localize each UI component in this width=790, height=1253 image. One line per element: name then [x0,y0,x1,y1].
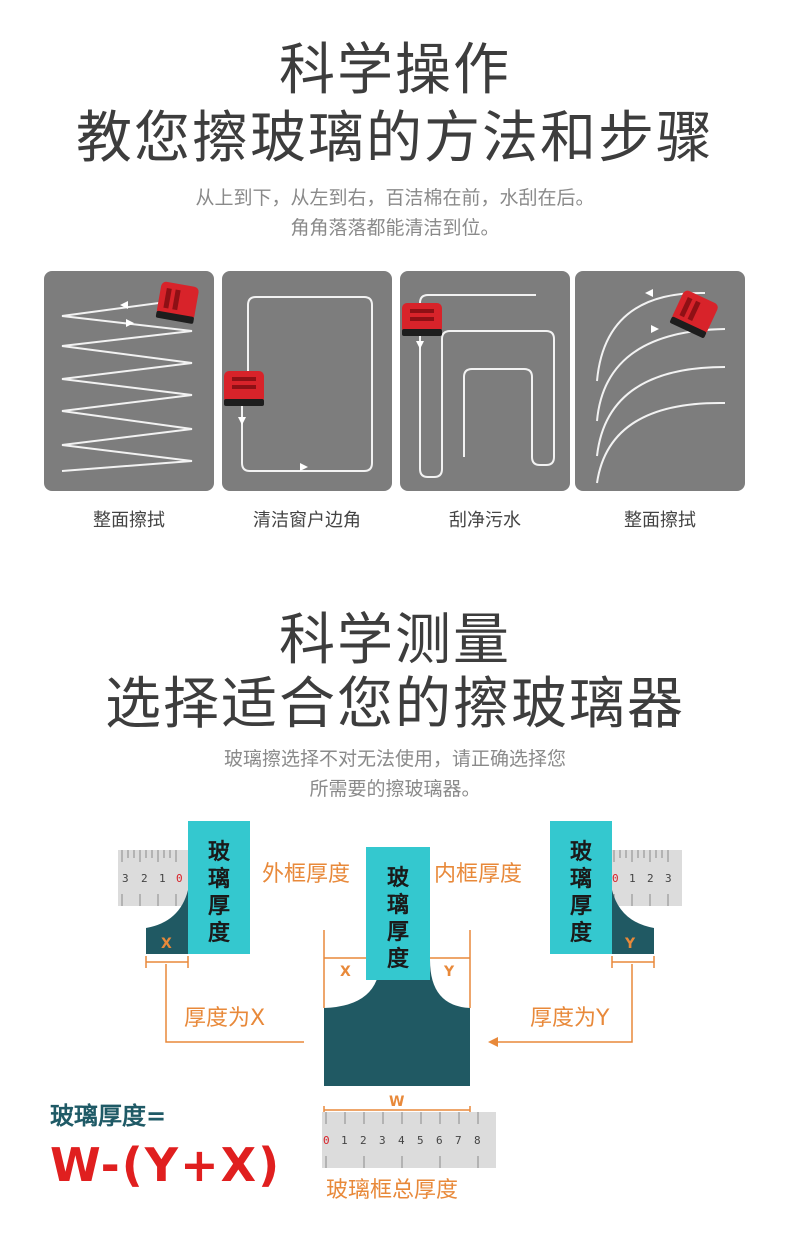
ruler-right-num: 1 [629,872,636,885]
ruler-right-num: 3 [665,872,672,885]
ruler-bottom-num: 6 [436,1134,443,1147]
section1-subtitle-line2: 角角落落都能清洁到位。 [290,217,500,239]
ruler-bottom-num: 8 [474,1134,481,1147]
letter-w: W [389,1094,404,1110]
cleaning-device-icon [402,303,442,336]
ruler-bottom-num: 5 [417,1134,424,1147]
glass-char: 璃 [207,867,230,892]
ruler-bottom-num: 0 [323,1134,330,1147]
glass-pane-center: 玻 璃 厚 度 [366,847,430,980]
ruler-bottom-num: 1 [341,1134,348,1147]
glass-pane-right: 玻 璃 厚 度 [550,821,612,954]
outer-frame-label: 外框厚度 [262,862,351,887]
section1-title-line2: 教您擦玻璃的方法和步骤 [76,106,714,171]
serpentine-path-icon [402,294,555,478]
glass-char: 璃 [569,867,592,892]
glass-char: 玻 [569,840,592,865]
formula-label: 玻璃厚度= [50,1102,167,1130]
glass-char: 玻 [386,866,409,891]
inner-frame-right [612,928,654,954]
glass-char: 度 [569,921,592,946]
glass-char: 玻 [207,840,230,865]
arc-path-icon [596,289,726,484]
cleaning-device-icon [155,281,199,324]
section2-subtitle-line1: 玻璃擦选择不对无法使用，请正确选择您 [223,748,566,770]
section2-title-line1: 科学测量 [279,608,511,673]
thickness-x-label: 厚度为X [184,1006,266,1031]
method-panel-corner [222,271,392,491]
ruler-left-num: 2 [141,872,148,885]
section1-subtitle-line1: 从上到下，从左到右，百洁棉在前，水刮在后。 [195,187,595,209]
method-caption-1: 整面擦拭 [93,510,165,531]
letter-y-right: Y [624,936,636,952]
ruler-bottom-num: 4 [398,1134,405,1147]
center-frame [324,960,470,1086]
glass-char: 厚 [207,894,230,919]
ruler-bottom: 0 1 2 3 4 5 6 7 8 [322,1112,496,1168]
method-caption-3: 刮净污水 [449,510,521,531]
glass-char: 度 [386,947,409,972]
ruler-left-num: 0 [176,872,183,885]
method-panel-zigzag [44,271,214,491]
ruler-right-num: 2 [647,872,654,885]
outer-frame-left [146,928,188,954]
zigzag-path-icon [61,281,199,472]
ruler-right-num: 0 [612,872,619,885]
letter-y-center: Y [443,964,455,980]
method-caption-2: 清洁窗户边角 [253,510,361,531]
method-panel-serpentine [400,271,570,491]
glass-char: 厚 [386,920,409,945]
measurement-diagram: 3 2 1 0 0 1 2 3 X Y [118,850,682,1168]
method-panel-arcs [575,271,745,491]
ruler-bottom-num: 2 [360,1134,367,1147]
method-caption-4: 整面擦拭 [624,510,696,531]
ruler-right: 0 1 2 3 [610,850,682,906]
section2-title-line2: 选择适合您的擦玻璃器 [105,672,685,737]
ruler-left: 3 2 1 0 [118,850,188,906]
cleaning-device-icon [224,371,264,406]
glass-pane-left: 玻 璃 厚 度 [188,821,250,954]
corner-path-icon [224,296,373,472]
cleaning-device-icon [670,290,718,338]
section2-subtitle-line2: 所需要的擦玻璃器。 [309,778,481,800]
thickness-y-label: 厚度为Y [530,1006,610,1031]
letter-x-left: X [161,936,172,952]
ruler-left-num: 1 [159,872,166,885]
glass-char: 厚 [569,894,592,919]
ruler-bottom-num: 7 [455,1134,462,1147]
section1-title-line1: 科学操作 [279,38,511,103]
total-frame-label: 玻璃框总厚度 [326,1178,459,1203]
inner-frame-label: 内框厚度 [434,862,523,887]
letter-x-center: X [340,964,351,980]
glass-char: 度 [207,921,230,946]
ruler-left-num: 3 [122,872,129,885]
glass-char: 璃 [386,893,409,918]
formula: W-(Y+X) [50,1138,282,1192]
ruler-bottom-num: 3 [379,1134,386,1147]
